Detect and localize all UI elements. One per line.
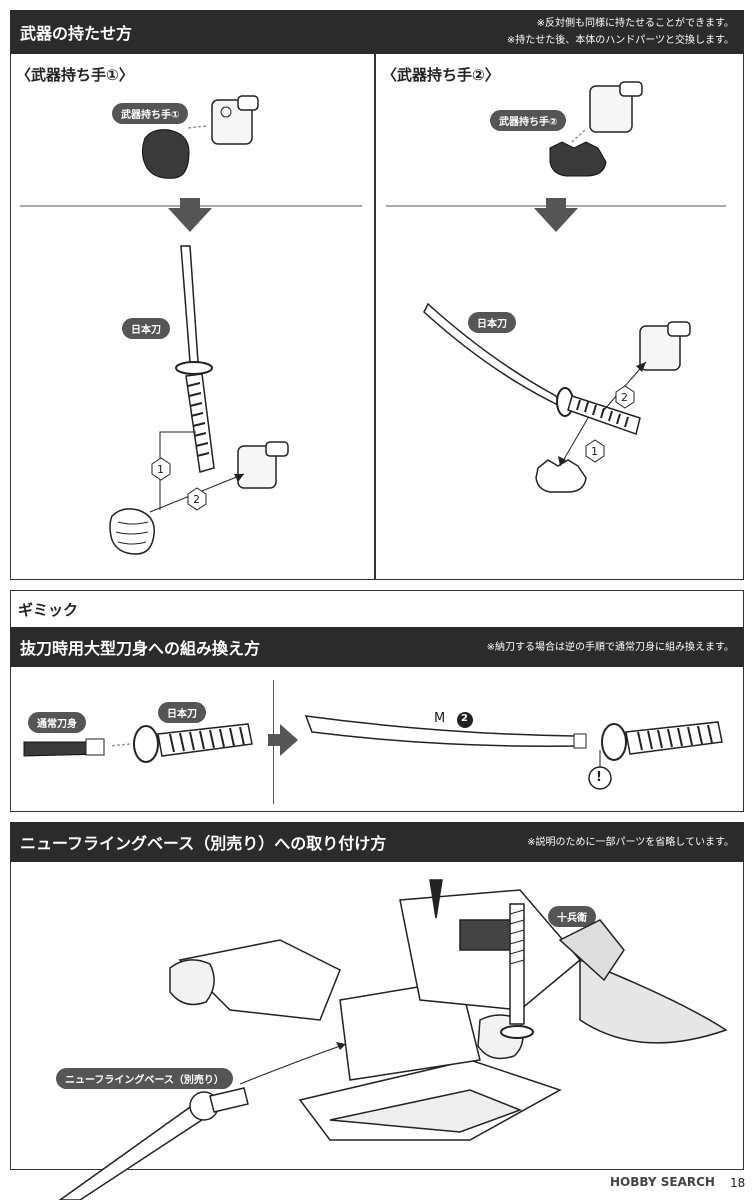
part-number: 2 — [461, 713, 468, 724]
fist-part-icon-2 — [535, 459, 587, 493]
fist-part-icon-2 — [109, 508, 155, 555]
katana-icon — [423, 302, 641, 435]
flying-base-title: ニューフライングベース（別売り）への取り付け方 — [20, 834, 387, 853]
left-hand-label: 武器持ち手① — [112, 103, 189, 124]
flying-base-note: ※説明のために一部パーツを省略しています。 — [527, 837, 734, 848]
arrow-icon — [571, 129, 586, 143]
section-title: 武器の持たせ方 — [20, 24, 133, 43]
down-arrow-icon — [168, 198, 212, 232]
robot-body-icon — [169, 879, 728, 1141]
katana-label: 日本刀 — [158, 702, 206, 723]
normal-blade-label: 通常刀身 — [28, 712, 86, 733]
warning-icon — [588, 766, 612, 790]
normal-blade-icon — [23, 738, 105, 757]
header-notes: ※反対側も同様に持たせることができます。 ※持たせた後、本体のハンドパーツと交換… — [507, 15, 734, 49]
fist-part-icon — [549, 141, 607, 177]
fist-part-icon — [141, 129, 190, 179]
hand-part-icon — [211, 95, 259, 145]
katana-hilt-icon — [133, 723, 253, 763]
page-number: 18 — [730, 1176, 746, 1190]
right-hand-label: 武器持ち手② — [490, 110, 567, 131]
left-weapon-label: 日本刀 — [122, 318, 170, 339]
gimmick-note: ※納刀する場合は逆の手順で通常刀身に組み換えます。 — [486, 642, 734, 653]
flying-base-header: ニューフライングベース（別売り）への取り付け方 ※説明のために一部パーツを省略し… — [10, 822, 744, 862]
katana-icon — [500, 903, 534, 1039]
model-label: 十兵衛 — [548, 906, 596, 927]
part-number-icon — [457, 712, 473, 728]
right-step-1: 1 — [591, 445, 598, 458]
gimmick-title: ギミック — [18, 601, 79, 619]
hand-part-icon-2 — [237, 441, 289, 489]
flying-base-arm-icon — [58, 1087, 249, 1200]
left-step-2: 2 — [193, 493, 200, 506]
right-weapon-label: 日本刀 — [468, 312, 516, 333]
right-arrow-icon — [268, 724, 298, 756]
right-subtitle: 〈武器持ち手②〉 — [382, 66, 500, 84]
gimmick-header: 抜刀時用大型刀身への組み換え方 ※納刀する場合は逆の手順で通常刀身に組み換えます… — [10, 627, 744, 667]
watermark: HOBBY SEARCH — [610, 1175, 715, 1189]
down-arrow-icon — [534, 198, 578, 232]
gimmick-subtitle: 抜刀時用大型刀身への組み換え方 — [20, 639, 261, 658]
base-label: ニューフライングベース（別売り） — [56, 1068, 233, 1089]
left-subtitle: 〈武器持ち手①〉 — [16, 66, 134, 84]
hand-part-icon — [589, 81, 643, 133]
part-letter: M — [434, 711, 446, 726]
warning-mark: ! — [596, 770, 602, 785]
header-note-2: ※持たせた後、本体のハンドパーツと交換します。 — [506, 35, 734, 46]
arrow-icon — [187, 125, 207, 129]
katana-hilt-icon-2 — [601, 721, 723, 761]
hand-part-icon-2 — [639, 321, 691, 371]
left-step-1: 1 — [157, 463, 164, 476]
right-step-2: 2 — [621, 391, 628, 404]
weapon-holding-header: 武器の持たせ方 ※反対側も同様に持たせることができます。 ※持たせた後、本体のハ… — [10, 10, 744, 54]
arrow-icon — [109, 743, 131, 747]
header-note-1: ※反対側も同様に持たせることができます。 — [536, 18, 734, 29]
large-blade-icon — [304, 715, 587, 749]
panel-divider — [374, 54, 376, 580]
katana-icon — [175, 245, 215, 473]
